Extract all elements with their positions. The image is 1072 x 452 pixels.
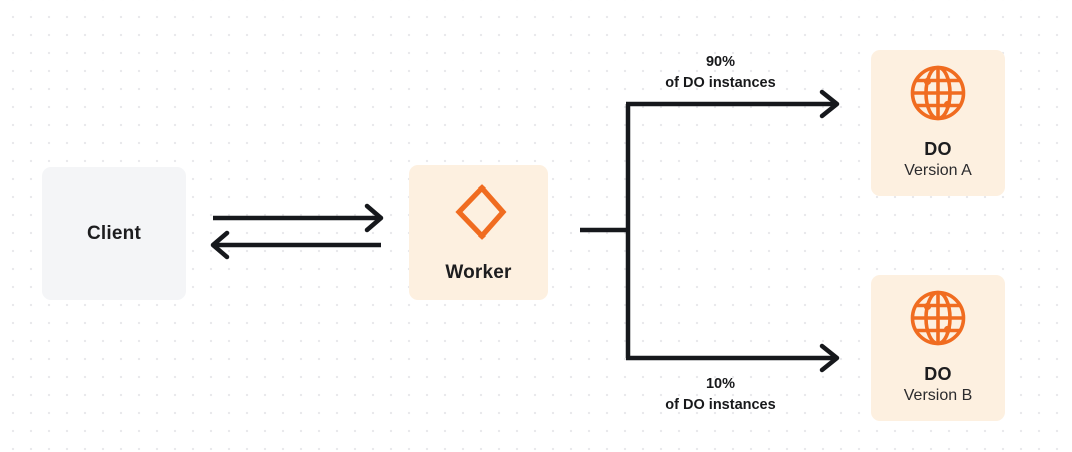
node-do-version-a[interactable]: DO Version A [871, 50, 1005, 196]
cloudflare-workers-icon [448, 181, 510, 248]
edge-label-do-b-description: of DO instances [665, 397, 776, 414]
globe-icon [909, 289, 967, 352]
edge-label-do-b: 10% of DO instances [608, 374, 833, 416]
node-do-b-label: DO [924, 363, 952, 384]
node-worker-label: Worker [445, 262, 512, 284]
node-do-a-sublabel: Version A [904, 162, 972, 180]
arrow-client-to-worker [213, 203, 384, 233]
edge-label-do-a-description: of DO instances [665, 75, 776, 92]
node-client-label: Client [87, 222, 141, 244]
arrow-worker-to-client [210, 230, 381, 260]
node-worker[interactable]: Worker [409, 165, 548, 300]
arrow-worker-to-do-a [626, 89, 840, 119]
arrow-worker-to-do-b [626, 343, 840, 373]
node-do-version-b[interactable]: DO Version B [871, 275, 1005, 421]
edge-label-do-b-percent: 10% [705, 376, 736, 392]
globe-icon [909, 64, 967, 127]
node-do-a-label: DO [924, 138, 952, 159]
edge-label-do-a-percent: 90% [705, 54, 736, 70]
node-do-b-sublabel: Version B [903, 387, 973, 405]
edge-label-do-a: 90% of DO instances [608, 52, 833, 94]
node-client[interactable]: Client [42, 167, 186, 300]
